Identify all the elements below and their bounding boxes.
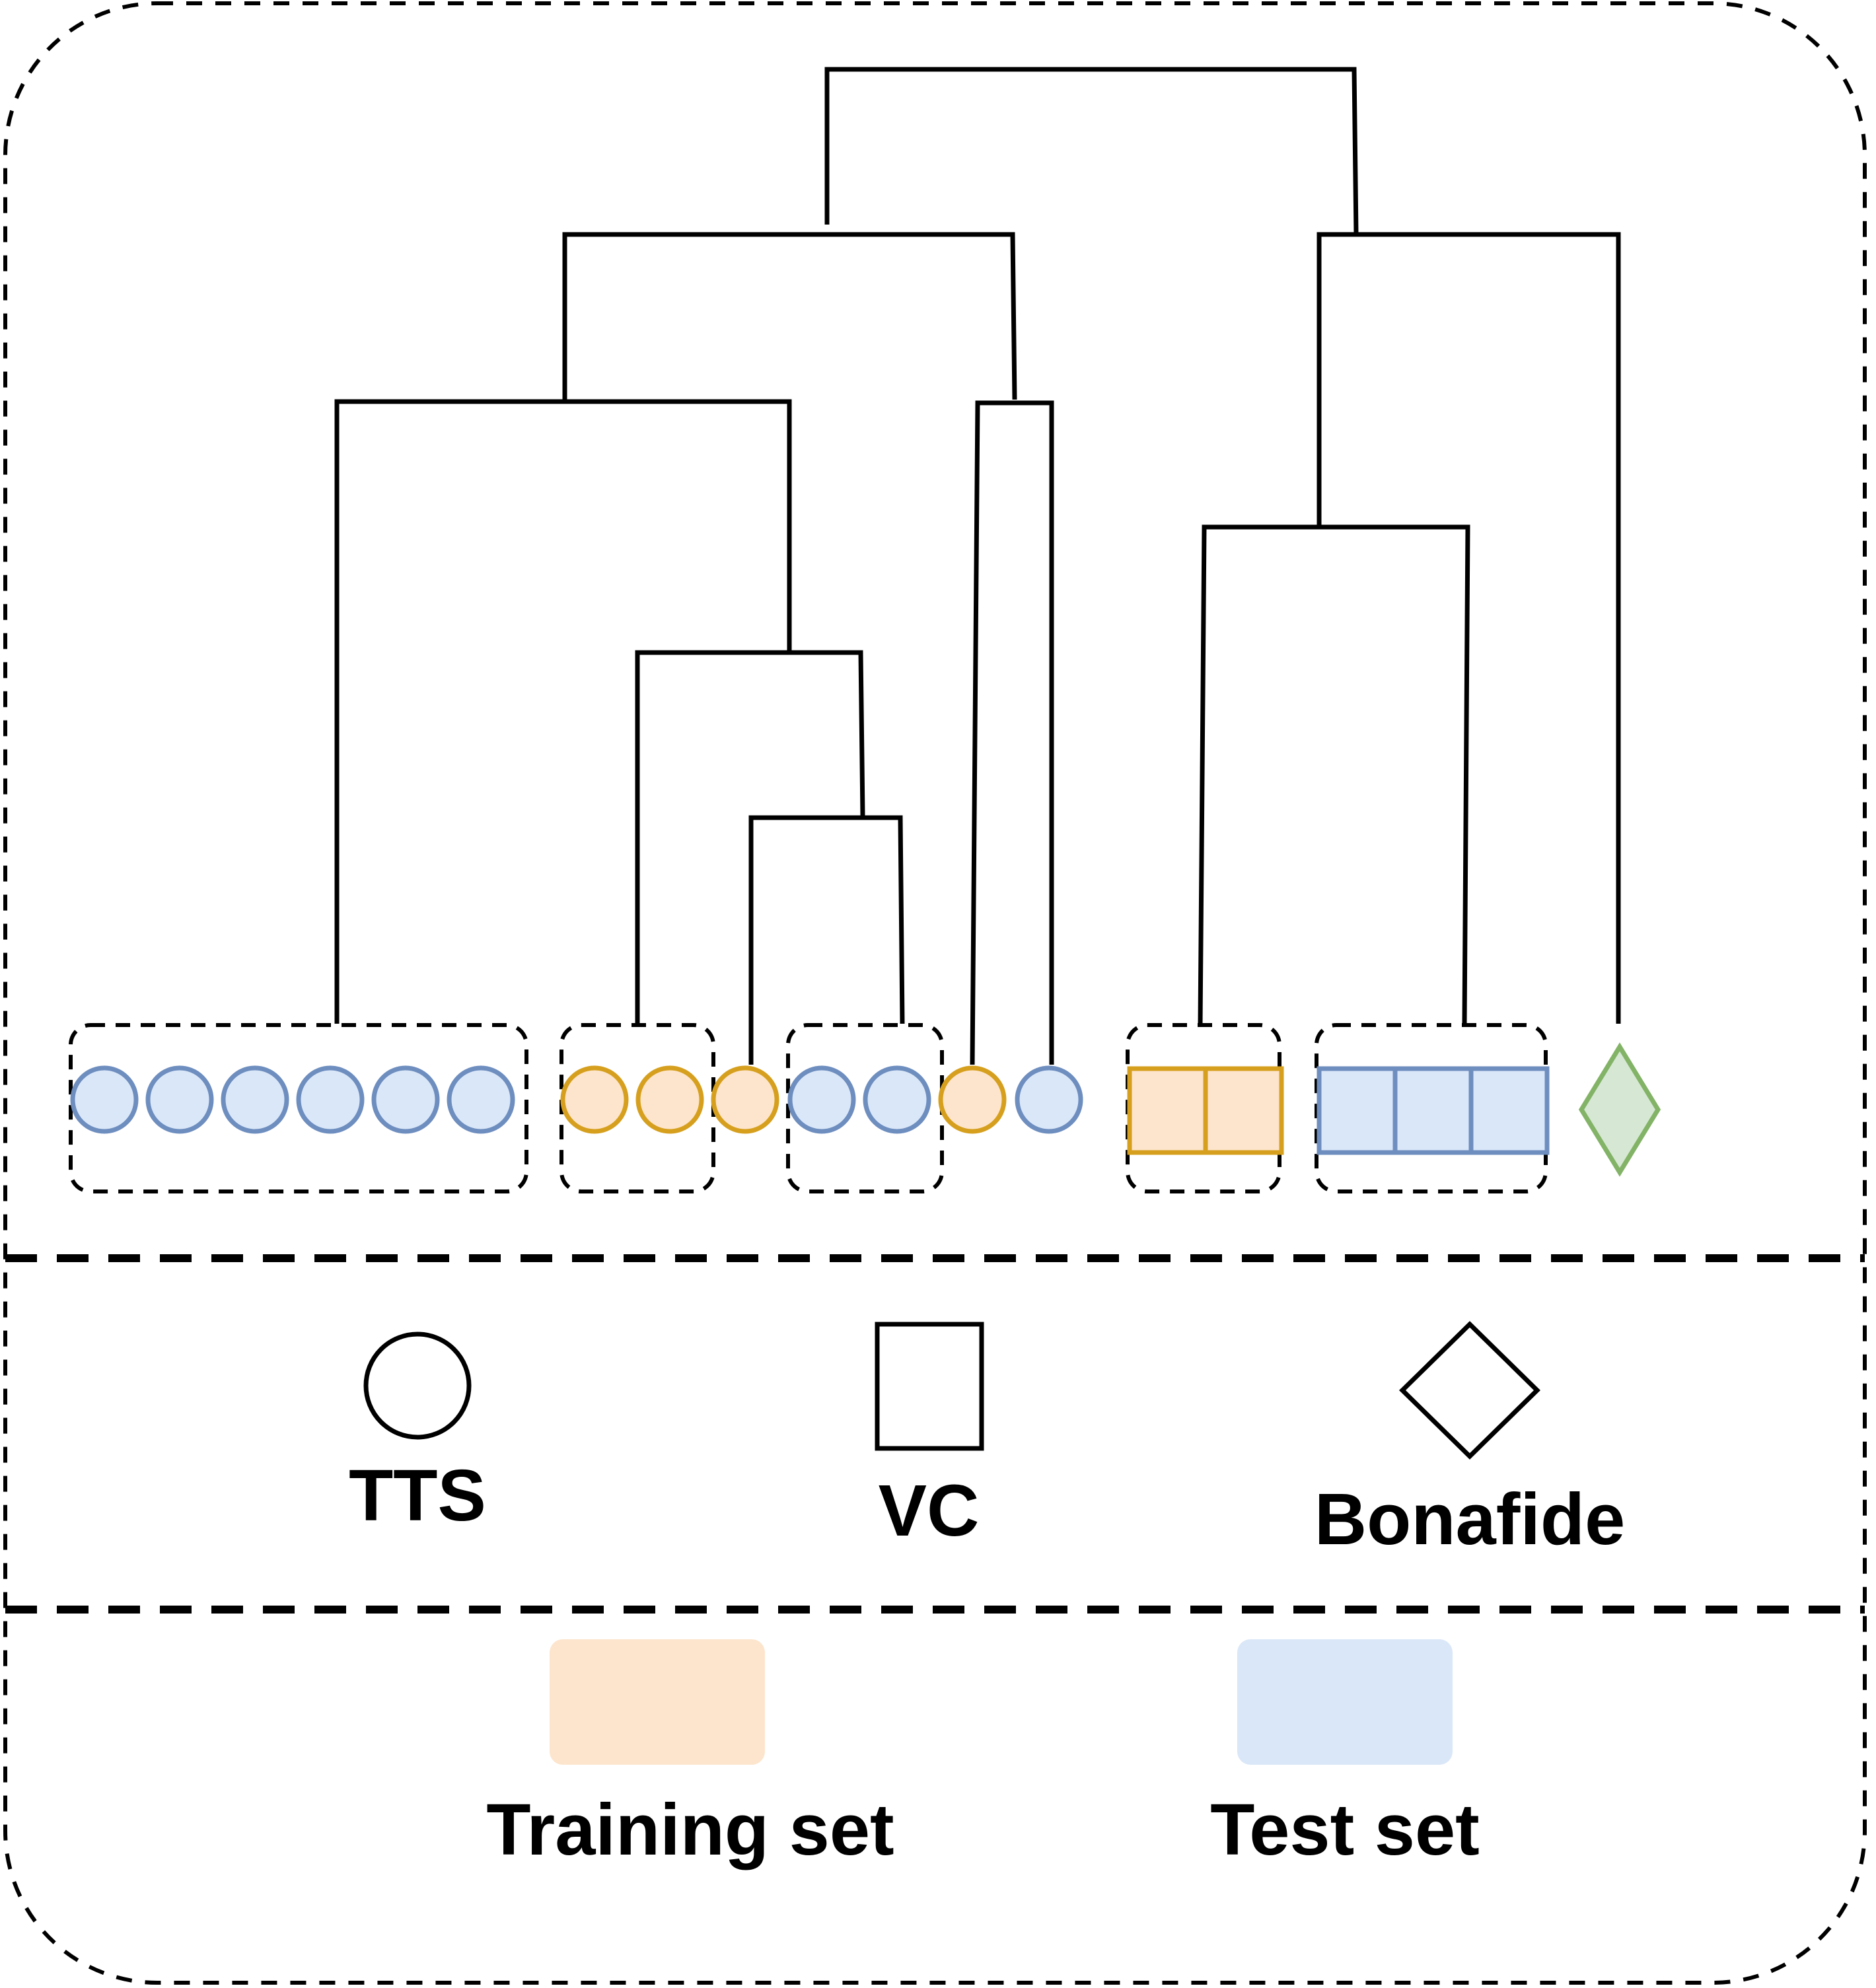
- legend-label-vc: VC: [879, 1470, 980, 1551]
- dendrogram-link-root: [824, 67, 1359, 235]
- leaf-tts-test-7: [787, 1065, 856, 1134]
- circle-icon: [363, 1331, 472, 1440]
- leaf-group-tts-test: [69, 1023, 528, 1193]
- leaf-vc-training-1: [1127, 1066, 1208, 1155]
- leaf-tts-test-4: [296, 1065, 365, 1134]
- leaf-vc-training-2: [1203, 1066, 1284, 1155]
- leaf-tts-test-1: [70, 1065, 139, 1134]
- legend-label-bonafide: Bonafide: [1315, 1479, 1626, 1560]
- leaf-tts-test-2: [145, 1065, 214, 1134]
- legend-label-test-set: Test set: [1210, 1789, 1480, 1870]
- leaf-tts-test-8: [863, 1065, 931, 1134]
- leaf-tts-training-2: [635, 1065, 704, 1134]
- diamond-icon: [1399, 1321, 1540, 1460]
- leaf-nodes: [70, 1042, 1661, 1177]
- dendrogram-link-vc-group: [1198, 524, 1470, 1026]
- leaf-tts-training-1: [560, 1065, 629, 1134]
- dendrogram-link-right-cluster: [1317, 232, 1621, 1024]
- leaf-tts-test-3: [221, 1065, 289, 1134]
- dendrogram-link-inner-pair: [748, 815, 905, 1065]
- dendrogram-link-single-pair: [970, 400, 1054, 1065]
- dendrogram-link-mixed-group: [635, 650, 865, 1025]
- shape-legend: TTS VC Bonafide: [349, 1321, 1626, 1560]
- test-set-swatch: [1237, 1639, 1453, 1765]
- square-icon: [875, 1322, 984, 1451]
- leaf-tts-test-5: [371, 1065, 440, 1134]
- set-legend: Training set Test set: [486, 1639, 1480, 1870]
- leaf-tts-test-9: [1015, 1065, 1083, 1134]
- dendrogram-tree: [334, 67, 1621, 1065]
- legend-label-tts: TTS: [349, 1455, 486, 1536]
- training-set-swatch: [550, 1639, 765, 1765]
- leaf-tts-test-6: [447, 1065, 515, 1134]
- leaf-bonafide: [1578, 1042, 1661, 1177]
- dendrogram-link-left-cluster: [562, 232, 1017, 400]
- leaf-vc-test-1: [1317, 1066, 1398, 1155]
- outer-frame: [3, 1, 1867, 1985]
- leaf-vc-test-3: [1468, 1066, 1550, 1155]
- dendrogram-link-tts-group: [334, 399, 792, 1024]
- legend-label-training-set: Training set: [486, 1789, 894, 1870]
- leaf-tts-training-3: [711, 1065, 779, 1134]
- leaf-vc-test-2: [1392, 1066, 1474, 1155]
- leaf-tts-training-4: [938, 1065, 1007, 1134]
